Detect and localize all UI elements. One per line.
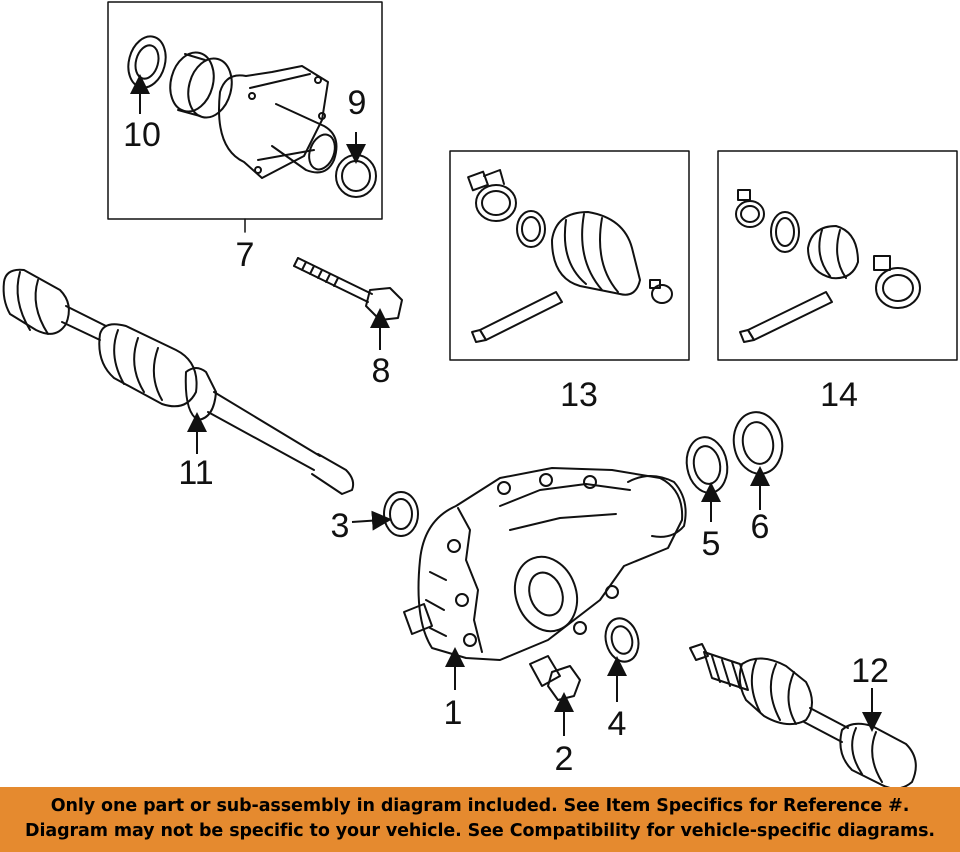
callout-1: 1: [444, 694, 463, 732]
leader-arrow-3: [351, 510, 392, 531]
kit-box-13: [449, 150, 690, 361]
seal-part-10: [127, 35, 167, 89]
boot-clamp-small-13: [649, 279, 673, 304]
seal-part-5: [685, 436, 729, 494]
flange-housing-part: [218, 65, 338, 179]
callout-4: 4: [608, 705, 627, 743]
grease-tube-13: [471, 291, 563, 343]
differential-housing-part-1: [403, 467, 687, 661]
callout-14: 14: [820, 376, 858, 414]
drive-axle-part-11: [2, 268, 355, 495]
boot-clamp-small-14: [735, 189, 765, 228]
bearing-sleeve-part: [169, 51, 233, 119]
callout-12: 12: [851, 652, 889, 690]
seal-part-4: [604, 617, 640, 663]
bolt-part-8: [293, 257, 403, 321]
callout-3: 3: [331, 507, 350, 545]
callout-6: 6: [751, 508, 770, 546]
grease-tube-14: [739, 291, 833, 343]
boot-clamp-large-13: [467, 169, 517, 222]
callout-11: 11: [178, 454, 213, 492]
callout-9: 9: [348, 84, 367, 122]
boot-clamp-large-14: [873, 255, 921, 309]
seal-part-6: [732, 411, 784, 475]
cv-boot-14: [807, 225, 859, 280]
cv-boot-13: [551, 211, 641, 296]
disclaimer-line-1: Only one part or sub-assembly in diagram…: [50, 796, 910, 816]
boot-ring-13: [516, 210, 546, 248]
drain-plug-part-2: [529, 655, 581, 701]
o-ring-part-9: [335, 154, 377, 198]
boot-ring-14: [770, 211, 800, 253]
o-ring-part-3: [383, 491, 419, 537]
disclaimer-banner: Only one part or sub-assembly in diagram…: [0, 787, 960, 852]
disclaimer-line-2: Diagram may not be specific to your vehi…: [25, 821, 935, 841]
assembly-box-7: [107, 1, 383, 220]
callout-13: 13: [560, 376, 598, 414]
callout-8: 8: [372, 352, 391, 390]
kit-box-14: [717, 150, 958, 361]
callout-2: 2: [555, 740, 574, 778]
callout-10: 10: [123, 116, 161, 154]
exploded-parts-diagram: 1 2 3 4 5 6 7 8 9 10 11 12 13 14: [2, 1, 958, 787]
callout-7: 7: [236, 236, 255, 274]
callout-5: 5: [702, 525, 721, 563]
